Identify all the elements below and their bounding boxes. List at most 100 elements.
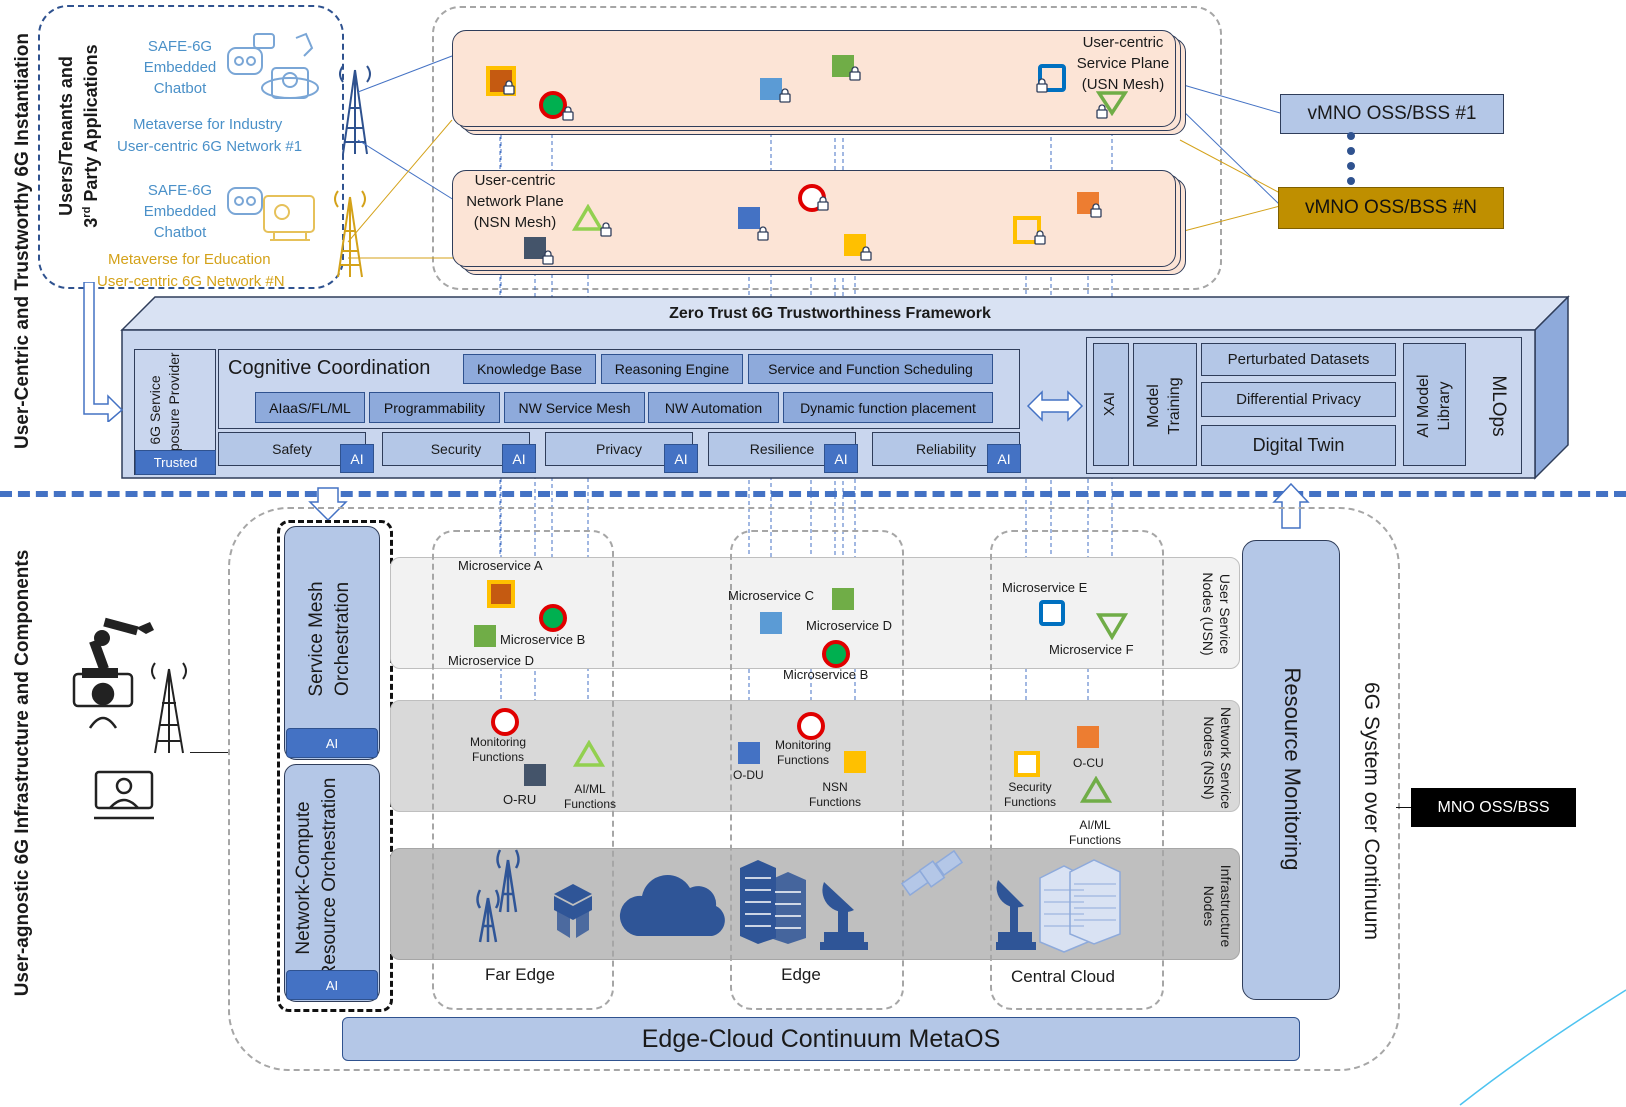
service-mesh-orchestration-label: Service Mesh Orchestration bbox=[306, 581, 353, 697]
satellite-dish-icon bbox=[996, 880, 1036, 950]
differential-privacy: Differential Privacy bbox=[1201, 382, 1396, 417]
microservice-d-node bbox=[832, 588, 854, 610]
perturbated-datasets: Perturbated Datasets bbox=[1201, 343, 1396, 376]
microservice-f-node bbox=[1096, 91, 1128, 116]
microservice-d-label: Microservice D bbox=[806, 618, 892, 633]
o-du-label: O-DU bbox=[733, 768, 764, 782]
cloud-icon bbox=[619, 875, 725, 936]
microservice-b-node bbox=[822, 640, 850, 668]
tower-icon bbox=[151, 662, 187, 754]
arrow-up-icon bbox=[1272, 482, 1310, 529]
arrow-icon bbox=[83, 282, 124, 422]
nw-service-mesh: NW Service Mesh bbox=[504, 392, 645, 423]
infra-layer-label: Infrastructure Nodes bbox=[1201, 864, 1234, 948]
ai-badge: AI bbox=[824, 444, 858, 473]
o-ru-label: O-RU bbox=[503, 792, 537, 807]
cognitive-coordination-title: Cognitive Coordination bbox=[228, 357, 431, 379]
microservice-a-node bbox=[487, 580, 515, 608]
network-compute-orchestration bbox=[284, 764, 380, 1002]
infra-connector-line bbox=[190, 752, 228, 753]
section-separator bbox=[0, 491, 1626, 497]
o-ru-node bbox=[524, 237, 546, 259]
knowledge-base: Knowledge Base bbox=[463, 354, 596, 384]
ai-ml-functions-node bbox=[573, 740, 605, 767]
far-edge-label: Far Edge bbox=[485, 965, 555, 984]
framework-title: Zero Trust 6G Trustworthiness Framework bbox=[669, 305, 991, 322]
security-functions-node bbox=[1014, 751, 1040, 777]
server-rack-icon bbox=[1039, 859, 1121, 953]
central-cloud-column bbox=[990, 530, 1164, 1010]
cell-tower-icon bbox=[476, 849, 520, 943]
microservice-c-node bbox=[760, 612, 782, 634]
dynamic-function-placement: Dynamic function placement bbox=[783, 392, 993, 423]
remote-worker-icon bbox=[94, 770, 154, 820]
microservice-a-node bbox=[486, 66, 516, 96]
resource-monitoring-label: Resource Monitoring bbox=[1280, 667, 1305, 871]
robot-chatbot-icon bbox=[227, 32, 319, 99]
aiaas-fl-ml: AIaaS/FL/ML bbox=[255, 392, 365, 423]
central-cloud-label: Central Cloud bbox=[1011, 967, 1115, 986]
antenna-icon bbox=[339, 65, 371, 155]
microservice-e-node bbox=[1039, 600, 1065, 626]
service-function-scheduling: Service and Function Scheduling bbox=[748, 354, 993, 384]
ai-ml-functions-node bbox=[572, 204, 604, 231]
ai-badge: AI bbox=[502, 444, 536, 473]
nsn-layer-label: Network Service Nodes (NSN) bbox=[1201, 707, 1234, 809]
digital-twin: Digital Twin bbox=[1201, 425, 1396, 466]
microservice-c-node bbox=[760, 78, 782, 100]
o-cu-node bbox=[1077, 726, 1099, 748]
microservice-b-label: Microservice B bbox=[783, 667, 869, 682]
mno-oss-bss: MNO OSS/BSS bbox=[1411, 788, 1576, 827]
ai-badge: AI bbox=[987, 444, 1021, 473]
monitoring-functions-node bbox=[491, 708, 519, 736]
resource-monitoring bbox=[1242, 540, 1340, 1000]
vr-user-icon bbox=[72, 672, 134, 729]
security-functions-label: Security Functions bbox=[1003, 780, 1057, 809]
continuum-region bbox=[228, 507, 1400, 1071]
bidirectional-arrow-icon bbox=[1026, 390, 1084, 422]
tenant2-name: Metaverse for Education bbox=[108, 251, 271, 268]
tenant2-network: User-centric 6G Network #N bbox=[97, 273, 285, 290]
system-label: 6G System over Continuum bbox=[1360, 682, 1383, 940]
nsn-functions-node bbox=[844, 751, 866, 773]
monitoring-functions-label: Monitoring Functions bbox=[774, 738, 832, 767]
ai-ml-functions-node bbox=[1080, 776, 1112, 803]
data-center-icon bbox=[740, 860, 806, 944]
vmno-oss-bss-1: vMNO OSS/BSS #1 bbox=[1280, 94, 1504, 134]
tenant1-network: User-centric 6G Network #1 bbox=[117, 138, 303, 155]
microservice-d-label: Microservice D bbox=[448, 653, 534, 668]
edge-label: Edge bbox=[781, 965, 821, 984]
o-cu-label: O-CU bbox=[1073, 756, 1104, 770]
mno-connector-line bbox=[1396, 807, 1412, 808]
network-compute-orchestration-label: Network-Compute Resource Orchestration bbox=[293, 777, 340, 979]
far-edge-column bbox=[432, 530, 614, 1010]
ai-ml-functions-label: AI/ML Functions bbox=[563, 782, 617, 811]
microservice-b-label: Microservice B bbox=[500, 632, 586, 647]
satellite-icon bbox=[900, 849, 964, 897]
ai-badge: AI bbox=[340, 444, 374, 473]
decorative-corner-line bbox=[1459, 989, 1626, 1106]
microservice-f-label: Microservice F bbox=[1049, 642, 1134, 657]
o-du-node bbox=[738, 207, 760, 229]
satellite-dish-icon bbox=[820, 882, 868, 950]
nsn-functions-node bbox=[844, 234, 866, 256]
usn-layer bbox=[390, 557, 1240, 669]
usn-layer-label: User Service Nodes (USN) bbox=[1200, 572, 1233, 656]
ellipsis-dots bbox=[1345, 130, 1357, 185]
microservice-e-label: Microservice E bbox=[1002, 580, 1088, 595]
ai-model-library-label: AI Model Library bbox=[1415, 374, 1453, 438]
monitoring-functions-node bbox=[797, 712, 825, 740]
ai-badge: AI bbox=[286, 728, 378, 758]
trusted-badge: Trusted bbox=[135, 450, 216, 475]
tenant1-name: Metaverse for Industry bbox=[133, 116, 283, 133]
o-du-node bbox=[738, 742, 760, 764]
ai-model-library-box bbox=[1403, 343, 1466, 466]
model-training-box bbox=[1133, 343, 1197, 466]
ai-badge: AI bbox=[664, 444, 698, 473]
education-chatbot-icon bbox=[227, 187, 315, 241]
vmno-oss-bss-n: vMNO OSS/BSS #N bbox=[1278, 187, 1504, 229]
